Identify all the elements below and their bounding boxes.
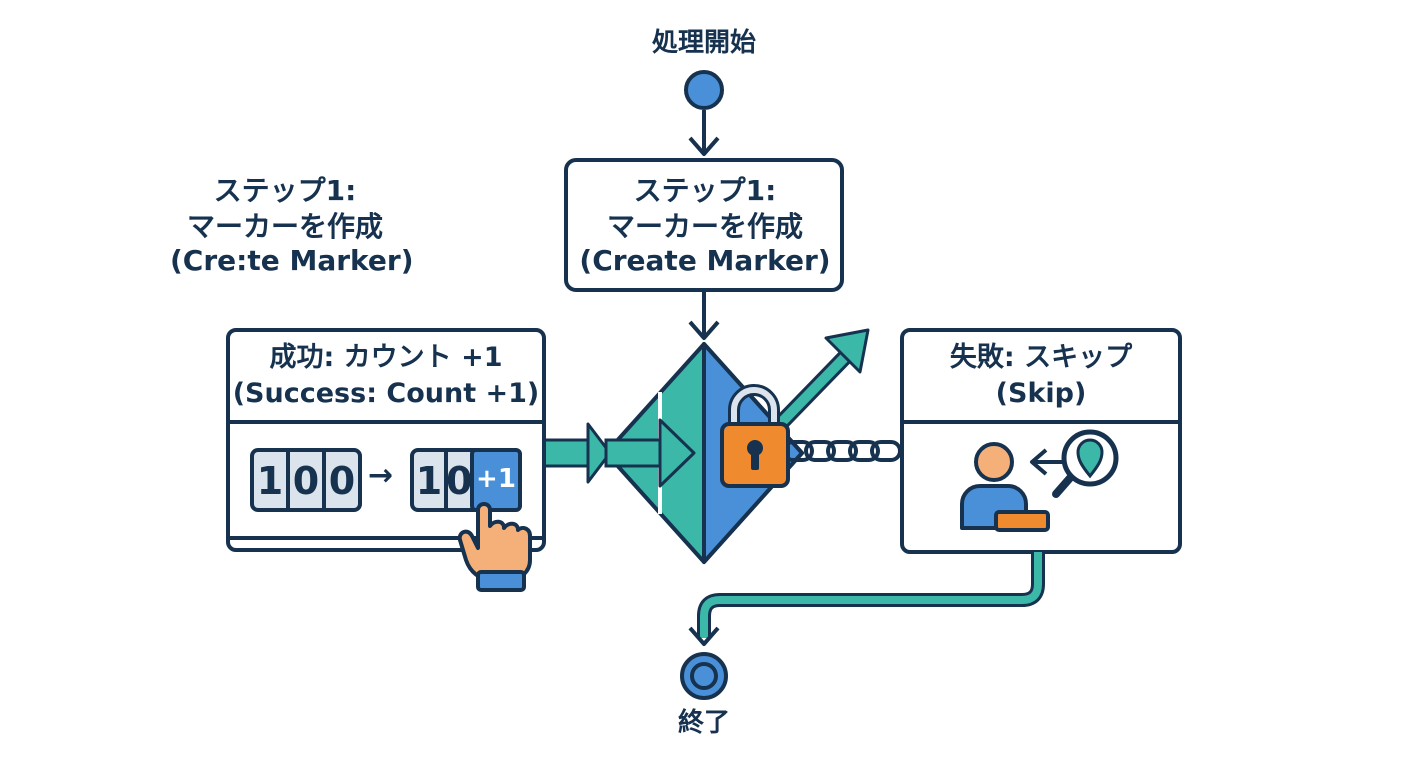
counter-before — [250, 448, 362, 512]
start-to-step-arrow — [688, 110, 720, 156]
pointing-hand-icon — [457, 502, 532, 592]
counter-before-digit: 1 — [256, 459, 284, 503]
start-circle-icon — [684, 70, 724, 110]
failure-to-end-path — [688, 552, 1045, 646]
step1-box-subtitle: マーカーを作成 — [606, 210, 803, 243]
failure-title: 失敗: スキップ — [949, 342, 1133, 373]
counter-before-digit: 0 — [328, 459, 356, 503]
up-right-arrow-icon — [772, 328, 870, 432]
start-label: 処理開始 — [651, 28, 756, 58]
padlock-icon — [720, 384, 790, 488]
counter-after-digit: 0 — [446, 459, 473, 503]
end-label: 終了 — [677, 708, 730, 738]
end-circle-icon — [680, 652, 728, 700]
counter-arrow: → — [368, 458, 394, 493]
success-subtitle: (Success: Count +1) — [232, 378, 540, 409]
increment-badge: +1 — [476, 464, 516, 494]
left-arrow-icon — [1030, 448, 1066, 476]
step1-floating-english: (Cre:te Marker) — [170, 244, 414, 277]
user-icon — [960, 442, 1050, 532]
step-to-decision-arrow — [688, 290, 720, 340]
step1-floating-subtitle: マーカーを作成 — [186, 210, 383, 243]
failure-subtitle: (Skip) — [995, 378, 1087, 409]
step1-box-title: ステップ1: — [633, 174, 777, 207]
counter-after — [410, 448, 522, 512]
step1-box-english: (Create Marker) — [579, 244, 831, 277]
success-title: 成功: カウント +1 — [269, 342, 503, 373]
counter-after-digit: 1 — [415, 459, 443, 503]
counter-before-digit: 0 — [292, 459, 320, 503]
step1-floating-title: ステップ1: — [213, 174, 357, 207]
success-to-decision-arrow — [542, 418, 696, 488]
magnifier-location-icon — [1052, 429, 1119, 498]
